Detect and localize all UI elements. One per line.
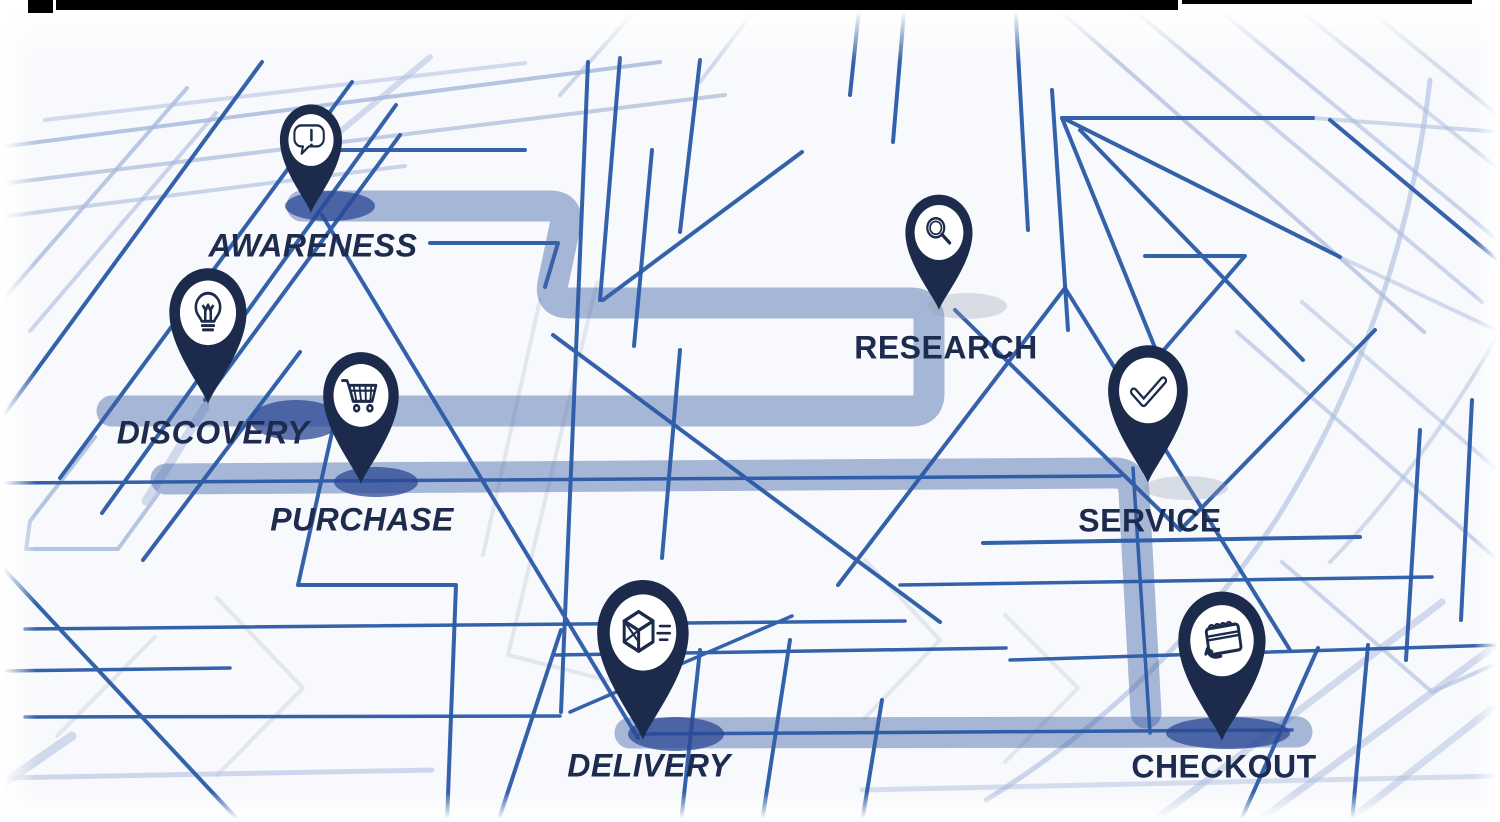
map-pin-delivery <box>597 580 689 740</box>
map-pin-awareness <box>279 104 343 213</box>
shopping-cart-icon <box>341 379 378 413</box>
map-pin-service <box>1108 345 1188 483</box>
map-pin-research <box>905 194 973 310</box>
credit-card-hand-icon <box>1204 620 1243 659</box>
pins <box>169 104 1266 741</box>
pin-shadow-research <box>927 293 1007 319</box>
checkmark-icon <box>1129 376 1168 408</box>
route-segment-0 <box>96 190 945 427</box>
pin-shadow-service <box>1144 476 1228 500</box>
street-lines-dark-front <box>0 56 1500 822</box>
speech-bubble-exclamation-icon <box>293 124 325 155</box>
pin-inner-circle <box>179 280 237 346</box>
pin-shadows <box>250 191 1290 751</box>
map-pin-purchase <box>323 352 399 484</box>
pin-inner-circle <box>1119 357 1177 424</box>
pin-shadow-purchase <box>334 467 418 497</box>
magnifier-icon <box>926 217 952 245</box>
map-pin-checkout <box>1178 591 1266 741</box>
pin-inner-circle <box>1190 605 1254 677</box>
pin-shadow-discovery <box>250 400 342 440</box>
pin-shadow-checkout <box>1166 717 1290 749</box>
lightbulb-icon <box>194 291 222 332</box>
pin-shadow-delivery <box>628 717 724 751</box>
map-pin-discovery <box>169 268 247 404</box>
shipping-box-icon <box>622 609 672 653</box>
pin-shadow-awareness <box>285 191 375 221</box>
pin-inner-circle <box>609 594 677 671</box>
